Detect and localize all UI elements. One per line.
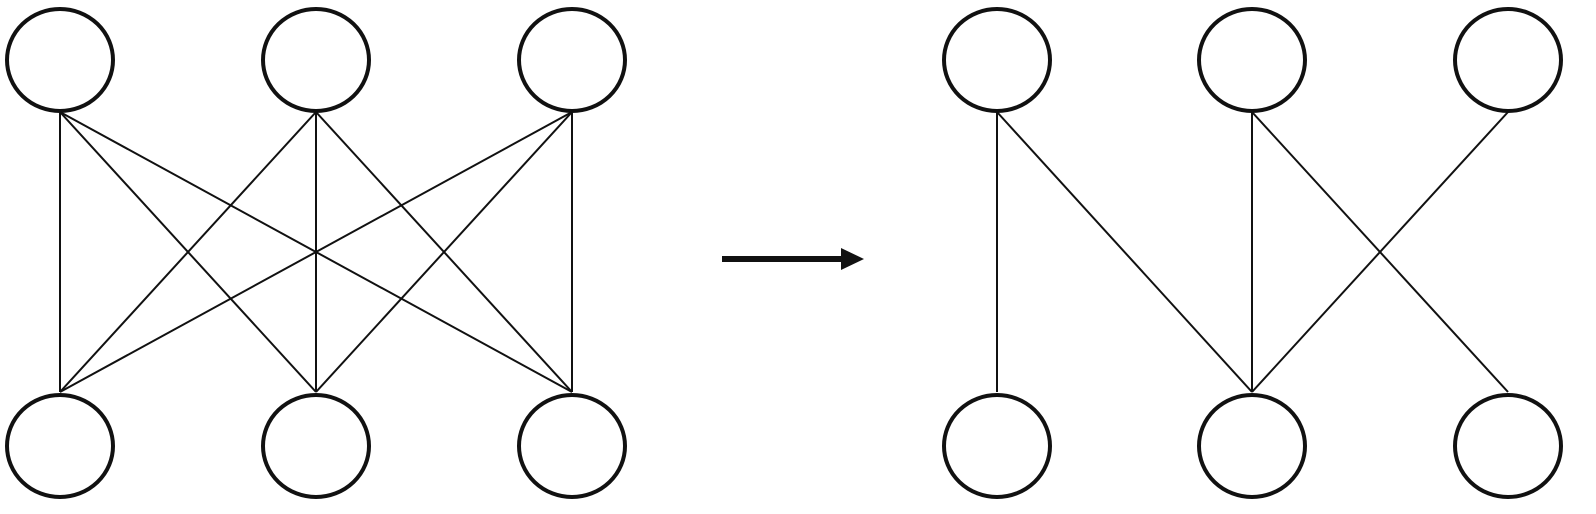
right-edge-t3-b2 bbox=[1251, 111, 1509, 393]
right-sparse-bipartite-graph bbox=[942, 7, 1563, 499]
arrow-head bbox=[841, 248, 864, 270]
left-node-t2 bbox=[261, 7, 371, 113]
right-node-t1 bbox=[942, 7, 1052, 113]
right-node-t3 bbox=[1453, 7, 1563, 113]
right-nodes bbox=[942, 7, 1563, 499]
left-edge-t3-b2 bbox=[315, 111, 573, 393]
left-complete-bipartite-graph bbox=[5, 7, 627, 499]
right-node-b1 bbox=[942, 393, 1052, 499]
left-edge-t3-b1 bbox=[59, 111, 573, 393]
right-edge-t1-b2 bbox=[996, 111, 1253, 393]
left-node-b2 bbox=[261, 393, 371, 499]
right-node-t2 bbox=[1197, 7, 1307, 113]
right-edges bbox=[996, 111, 1509, 393]
right-node-b3 bbox=[1453, 393, 1563, 499]
left-edge-t2-b1 bbox=[59, 111, 317, 393]
left-node-t3 bbox=[517, 7, 627, 113]
left-edges bbox=[59, 111, 573, 393]
arrow-right-icon bbox=[722, 248, 864, 270]
left-node-t1 bbox=[5, 7, 115, 113]
left-nodes bbox=[5, 7, 627, 499]
left-node-b1 bbox=[5, 393, 115, 499]
left-node-b3 bbox=[517, 393, 627, 499]
right-node-b2 bbox=[1197, 393, 1307, 499]
